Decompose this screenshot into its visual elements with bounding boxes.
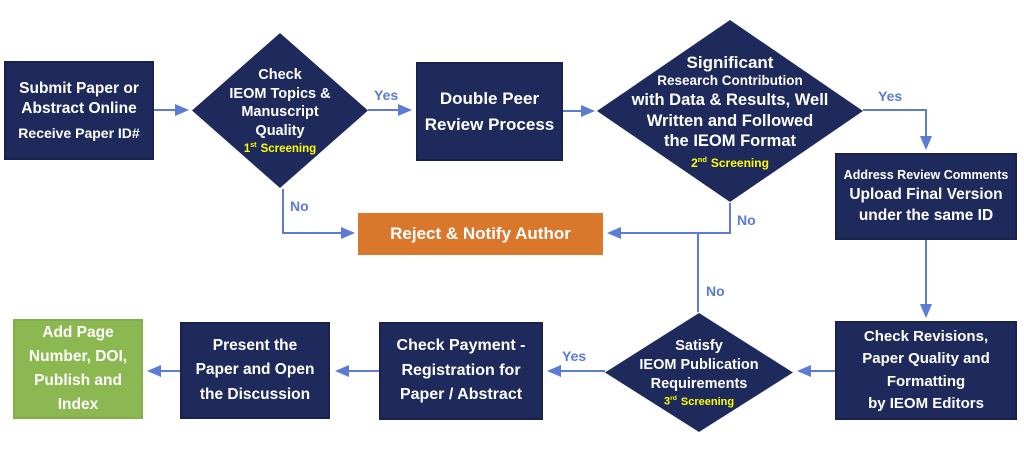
edge-label-no-first-screening: No [290, 198, 309, 214]
screening-ordinal: rd [670, 394, 677, 402]
text-line: Review Process [424, 114, 555, 134]
text-line: by IEOM Editors [868, 395, 984, 412]
text-line: Requirements [650, 376, 748, 393]
node-publish-index: Add Page Number, DOI, Publish and Index [13, 319, 143, 419]
text-line: Significant [686, 53, 774, 72]
text-line: Address Review Comments [843, 168, 1009, 183]
text-line: Submit Paper or [19, 79, 139, 97]
edge-label-yes-third-screening: Yes [562, 348, 587, 364]
text-line: Check Revisions, [863, 327, 989, 345]
connector-d2-no-to-reject [607, 203, 731, 239]
text-line: Abstract Online [21, 99, 137, 117]
text-line: Add Page [42, 323, 114, 341]
text-line: Publish and [34, 372, 122, 389]
text-line: Satisfy [675, 338, 723, 355]
text-line: Manuscript [241, 104, 319, 121]
node-present-paper: Present the Paper and Open the Discussio… [180, 322, 330, 419]
edge-label-yes-first-screening: Yes [374, 87, 399, 103]
screening-number: 2 [691, 156, 698, 170]
text-line: Paper Quality and [862, 350, 990, 367]
node-check-payment: Check Payment - Registration for Paper /… [379, 322, 543, 420]
node-submit-paper: Submit Paper or Abstract Online Receive … [4, 61, 154, 160]
text-line: IEOM Publication [639, 357, 759, 374]
connector-d1-no-to-reject [282, 189, 355, 239]
screening-word: Screening [710, 156, 769, 170]
text-line: Check Payment - [396, 336, 526, 354]
text-line: Upload Final Version [849, 186, 1003, 204]
node-address-review-comments: Address Review Comments Upload Final Ver… [835, 153, 1017, 240]
text-line: Research Contribution [657, 73, 803, 89]
screening-number: 3 [663, 395, 671, 408]
text-line: IEOM Topics & [229, 85, 331, 102]
decision-check-topics: Check IEOM Topics & Manuscript Quality 1… [192, 33, 368, 188]
text-line: under the same ID [858, 206, 994, 224]
connector-d2-yes-to-address [863, 109, 932, 150]
node-reject-notify-author: Reject & Notify Author [358, 213, 603, 255]
text-line: with Data & Results, Well [631, 91, 829, 110]
node-check-revisions: Check Revisions, Paper Quality and Forma… [835, 321, 1017, 420]
screening-ordinal: nd [697, 155, 707, 164]
edge-label-yes-second-screening: Yes [878, 88, 903, 104]
text-line: Written and Followed [646, 111, 814, 130]
screening-word: Screening [680, 395, 735, 408]
screening-number: 1 [243, 143, 251, 155]
decision-significant-contribution: Significant Research Contribution with D… [597, 20, 863, 202]
text-line: Paper / Abstract [399, 386, 523, 404]
text-line: Double Peer [439, 89, 540, 108]
text-line: Receive Paper ID# [18, 125, 140, 142]
text-line: Reject & Notify Author [390, 224, 571, 243]
text-line: the IEOM Format [663, 132, 796, 151]
text-line: Registration for [401, 361, 521, 379]
decision-satisfy-requirements: Satisfy IEOM Publication Requirements 3r… [605, 313, 793, 432]
text-line: Number, DOI, [28, 347, 128, 365]
text-line: the Discussion [199, 385, 311, 403]
text-line: Quality [255, 122, 305, 139]
screening-word: Screening [260, 143, 317, 155]
edge-label-no-third-screening: No [706, 283, 725, 299]
text-line: Index [57, 396, 99, 414]
text-line: Formatting [886, 372, 966, 390]
text-line: Paper and Open [195, 361, 315, 379]
text-line: Present the [212, 337, 298, 355]
node-double-peer-review: Double Peer Review Process [416, 62, 563, 161]
edge-label-no-second-screening: No [737, 212, 756, 228]
text-line: Check [258, 66, 302, 83]
screening-ordinal: st [250, 141, 257, 150]
